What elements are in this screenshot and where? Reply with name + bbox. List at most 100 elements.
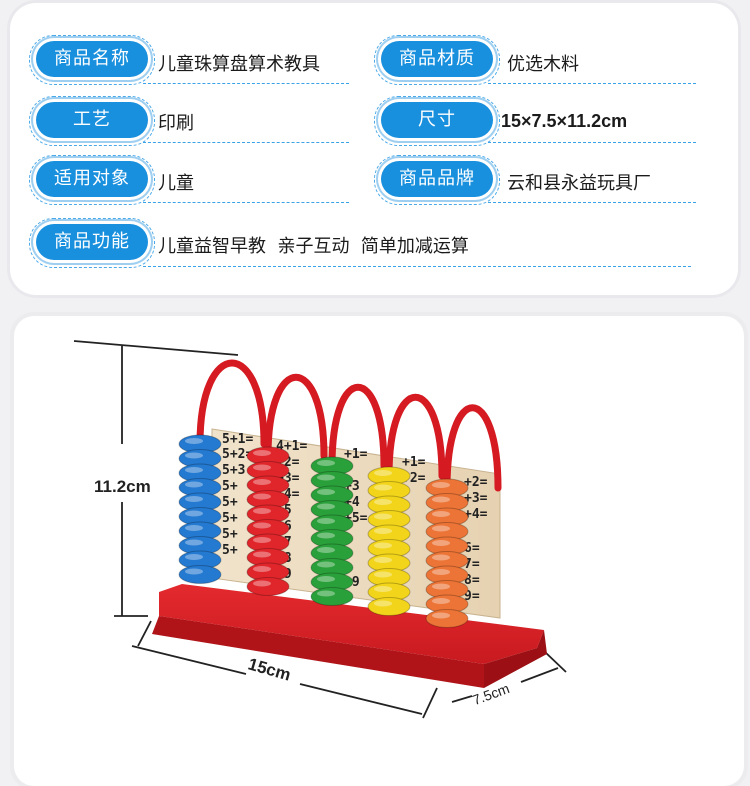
pill-outline <box>374 155 500 205</box>
red-bead <box>246 577 290 596</box>
bead-highlight <box>253 464 271 471</box>
board-equation: +4= <box>464 507 488 522</box>
spec-underline <box>488 142 696 143</box>
bead-highlight <box>317 576 335 582</box>
bead-highlight <box>253 580 271 587</box>
board-equation: 5+ <box>222 527 238 542</box>
bead-highlight <box>253 551 271 558</box>
spec-underline <box>143 142 349 143</box>
board-equation: +1= <box>402 455 426 470</box>
wire-arches <box>196 359 502 492</box>
spec-underline <box>143 202 349 203</box>
dimension-lines <box>73 340 567 719</box>
pill-outline <box>374 35 500 85</box>
bead-highlight <box>185 539 203 546</box>
board-equation: 5+1= <box>222 432 253 447</box>
board-equation: 5+3 <box>222 463 245 478</box>
spec-value-function: 儿童益智早教 亲子互动 简单加减运算 <box>158 236 469 257</box>
spec-underline <box>143 266 691 267</box>
bead-highlight <box>374 557 392 563</box>
spec-value-size: 15×7.5×11.2cm <box>501 111 628 131</box>
spec-value-brand: 云和县永益玩具厂 <box>507 173 651 194</box>
bead-highlight <box>185 467 203 473</box>
bead-highlight <box>253 566 271 572</box>
bead-highlight <box>317 489 335 495</box>
bead-highlight <box>185 438 203 444</box>
spec-value-name: 儿童珠算盘算术教具 <box>158 54 320 75</box>
bead-highlight <box>185 481 203 488</box>
spec-underline <box>488 202 696 203</box>
pill-outline <box>29 218 155 268</box>
bead-highlight <box>374 470 392 476</box>
spec-label-craft: 工艺 <box>36 102 148 138</box>
bead-highlight <box>253 522 271 529</box>
spec-label-audience: 适用对象 <box>36 161 148 197</box>
spec-label-material: 商品材质 <box>381 41 493 77</box>
green-bead <box>310 587 354 606</box>
bead-highlight <box>432 496 450 503</box>
bead-highlight <box>374 528 392 534</box>
spec-value-craft: 印刷 <box>158 113 194 134</box>
bead-highlight <box>374 513 392 520</box>
bead-highlight <box>317 590 335 597</box>
bead-highlight <box>374 542 392 549</box>
bead-highlight <box>317 532 335 539</box>
bead-highlight <box>374 499 392 505</box>
spec-value-audience: 儿童 <box>158 173 194 194</box>
bead-highlight <box>185 525 203 531</box>
board-equation: 5+ <box>222 543 238 558</box>
pill-outline <box>374 96 500 146</box>
abacus-base <box>152 584 547 688</box>
pill-outline <box>29 35 155 85</box>
board-equation: 8= <box>464 573 480 588</box>
bead-highlight <box>253 537 271 543</box>
bead-highlight <box>432 511 450 517</box>
board-equation: 5+2= <box>222 447 253 462</box>
bead-highlight <box>374 600 392 607</box>
spec-underline <box>143 83 349 84</box>
bead-highlight <box>317 561 335 568</box>
blue-bead <box>178 565 222 584</box>
board-equation: 9= <box>464 589 480 604</box>
board-equation: +1= <box>344 447 368 462</box>
spec-label-brand: 商品品牌 <box>381 161 493 197</box>
bead-highlight <box>317 460 335 466</box>
bead-highlight <box>432 525 450 532</box>
bead-highlight <box>185 496 203 502</box>
bead-highlight <box>432 554 450 561</box>
bead-highlight <box>185 554 203 560</box>
bead-highlight <box>253 479 271 485</box>
spec-label-function: 商品功能 <box>36 224 148 260</box>
bead-highlight <box>185 452 203 459</box>
abacus-photo: 5+1=4+1=+1=+1=5+2=+2=+2=+2=5+3+3=+3+3=5+… <box>73 340 567 719</box>
bead-columns <box>178 434 469 628</box>
bead-highlight <box>432 583 450 590</box>
bead-highlight <box>317 547 335 553</box>
height-label: 11.2cm <box>94 477 151 496</box>
bead-highlight <box>432 598 450 604</box>
bead-highlight <box>432 482 450 488</box>
bead-highlight <box>317 474 335 481</box>
board-equation: 5+ <box>222 479 238 494</box>
pill-outline <box>29 155 155 205</box>
bead-highlight <box>374 484 392 491</box>
bead-highlight <box>432 540 450 546</box>
spec-underline <box>488 83 696 84</box>
bead-highlight <box>374 586 392 592</box>
board-equation: 6= <box>464 541 480 556</box>
board-equation: +2= <box>464 475 488 490</box>
spec-value-material: 优选木料 <box>507 54 579 75</box>
bead-highlight <box>432 612 450 619</box>
bead-highlight <box>253 493 271 500</box>
bead-highlight <box>253 450 271 456</box>
spec-card: 商品名称 儿童珠算盘算术教具 商品材质 优选木料 工艺 印刷 尺寸 15×7.5… <box>10 3 738 295</box>
pill-outline <box>29 96 155 146</box>
bead-highlight <box>317 503 335 510</box>
bead-highlight <box>185 568 203 575</box>
product-photo-card: 5+1=4+1=+1=+1=5+2=+2=+2=+2=5+3+3=+3+3=5+… <box>14 316 744 786</box>
bead-highlight <box>432 569 450 575</box>
board-equation: 5+ <box>222 495 238 510</box>
yellow-bead <box>367 597 411 616</box>
length-label: 15cm <box>246 654 293 684</box>
spec-label-size: 尺寸 <box>381 102 493 138</box>
